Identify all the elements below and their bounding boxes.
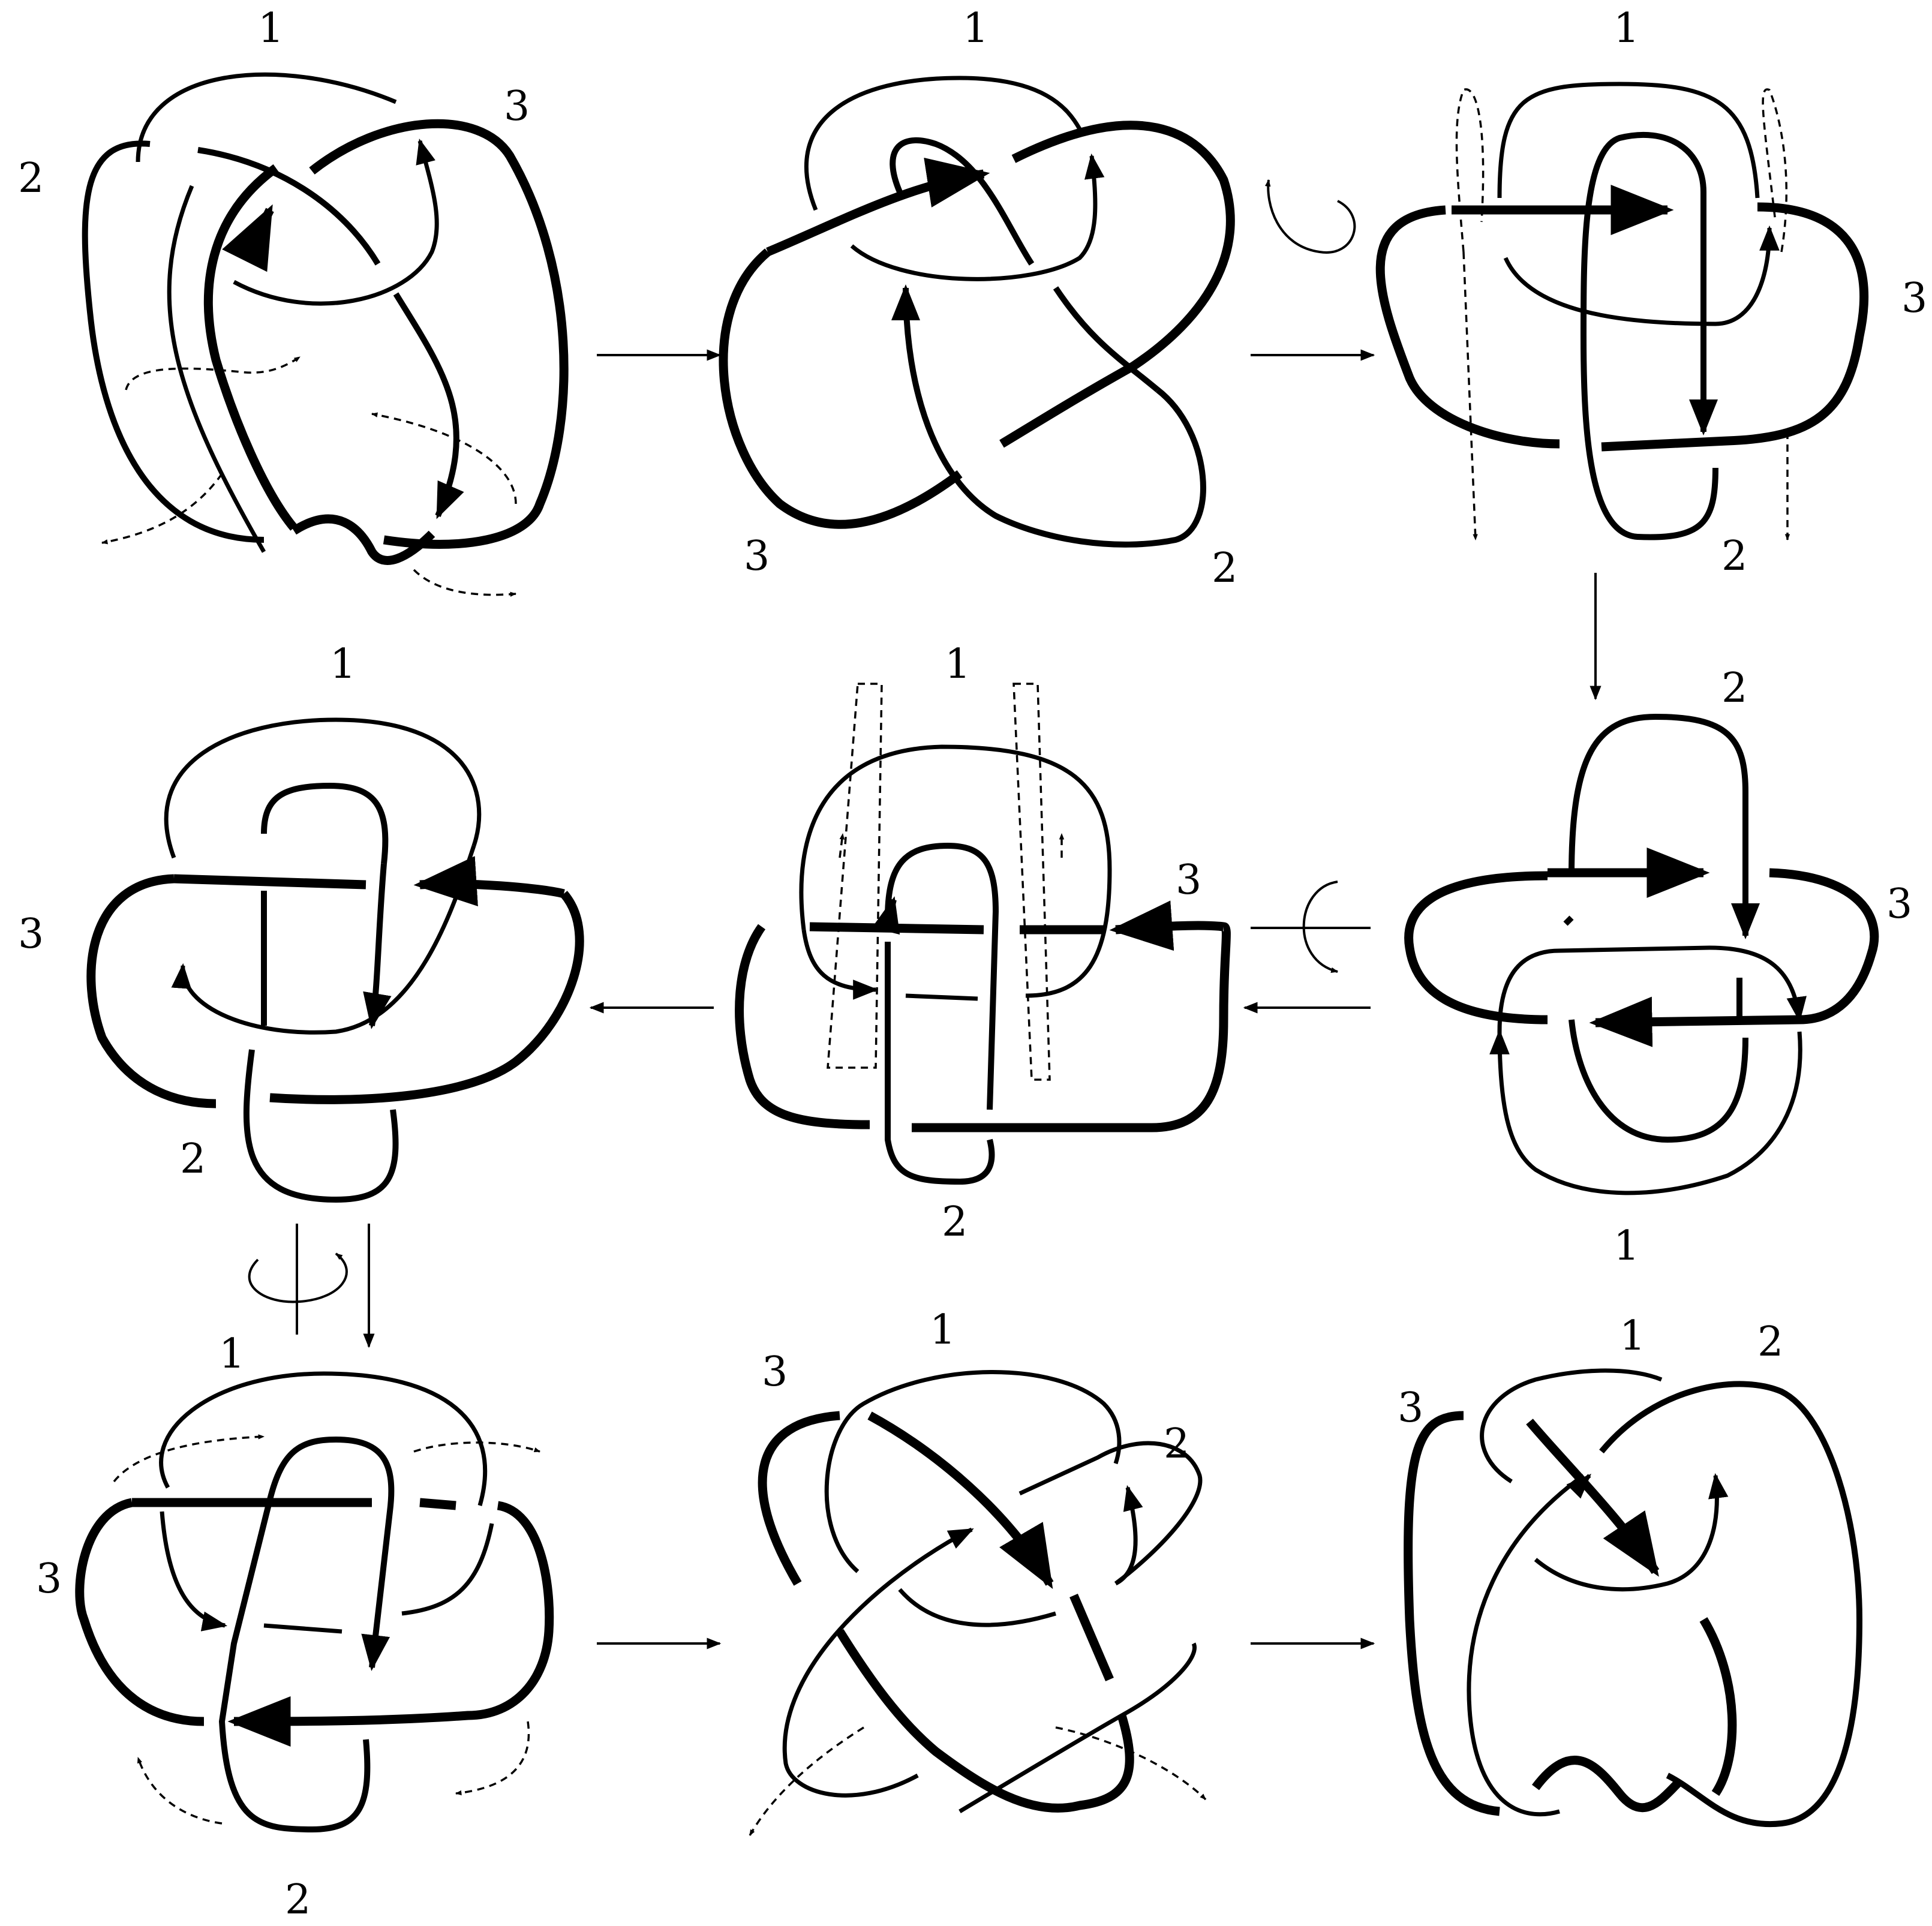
strand-label: 3 <box>1901 275 1927 322</box>
strand-label: 1 <box>219 1330 245 1378</box>
panel-3: 1 3 2 <box>1375 5 1927 580</box>
strand-label: 3 <box>1398 1384 1423 1432</box>
strand-label: 2 <box>1757 1318 1783 1366</box>
strand-label: 3 <box>1886 881 1912 928</box>
strand-label: 1 <box>930 1306 956 1354</box>
strand-label: 1 <box>945 641 970 688</box>
panel-4: 1 3 2 <box>18 641 584 1203</box>
strand-label: 1 <box>330 641 356 688</box>
strand-label: 3 <box>762 1348 788 1396</box>
strand-label: 1 <box>1619 1312 1645 1360</box>
strand-label: 3 <box>1176 857 1201 904</box>
strand-label: 1 <box>1613 5 1639 52</box>
panel-2: 1 3 2 <box>719 5 1237 592</box>
panel-8: 3 1 2 <box>749 1306 1207 1836</box>
strand-label: 1 <box>963 5 988 52</box>
flip-icon <box>1251 881 1371 973</box>
strand-label: 2 <box>1721 665 1747 712</box>
strand-label: 2 <box>1721 533 1747 580</box>
strand-label: 3 <box>744 533 770 580</box>
strand-label: 1 <box>1613 1222 1639 1270</box>
strand-label: 2 <box>180 1135 206 1183</box>
panel-7: 1 3 2 <box>36 1330 554 1924</box>
strand-label: 2 <box>285 1876 311 1924</box>
panel-9: 3 1 2 <box>1398 1312 1862 1828</box>
strand-label: 1 <box>258 5 284 52</box>
panel-5: 1 3 2 <box>735 641 1231 1246</box>
panel-1: 1 2 3 <box>18 5 569 597</box>
strand-label: 2 <box>942 1198 967 1246</box>
strand-label: 3 <box>504 83 530 130</box>
strand-label: 2 <box>1164 1420 1189 1468</box>
strand-label: 2 <box>1212 545 1237 592</box>
strand-label: 3 <box>36 1555 62 1603</box>
rotate-icon <box>1268 180 1356 254</box>
strand-label: 3 <box>18 911 44 958</box>
rotate-icon <box>248 1224 348 1335</box>
panel-6: 2 3 1 <box>1404 665 1912 1270</box>
strand-label: 2 <box>18 155 44 202</box>
